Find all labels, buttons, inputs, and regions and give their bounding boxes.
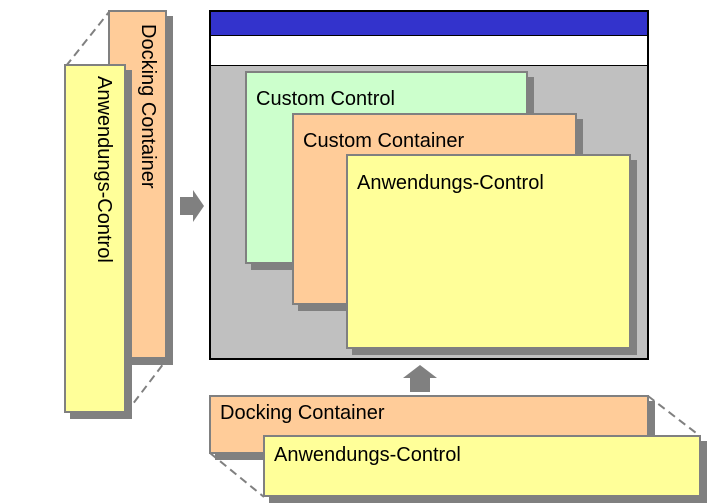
window-menubar: [211, 36, 647, 66]
left-application-control-label: Anwendungs-Control: [93, 76, 115, 263]
bottom-application-control: Anwendungs-Control: [263, 435, 701, 497]
bottom-application-control-label: Anwendungs-Control: [274, 444, 461, 466]
bottom-docking-container-label: Docking Container: [220, 402, 385, 424]
custom-container-label: Custom Container: [303, 130, 465, 152]
window-titlebar: [211, 12, 647, 36]
custom-control-label: Custom Control: [256, 88, 395, 110]
window-application-control: Anwendungs-Control: [346, 154, 631, 349]
left-docking-container-label: Docking Container: [137, 24, 159, 189]
window-application-control-label: Anwendungs-Control: [357, 172, 544, 194]
left-application-control: Anwendungs-Control: [64, 64, 126, 413]
